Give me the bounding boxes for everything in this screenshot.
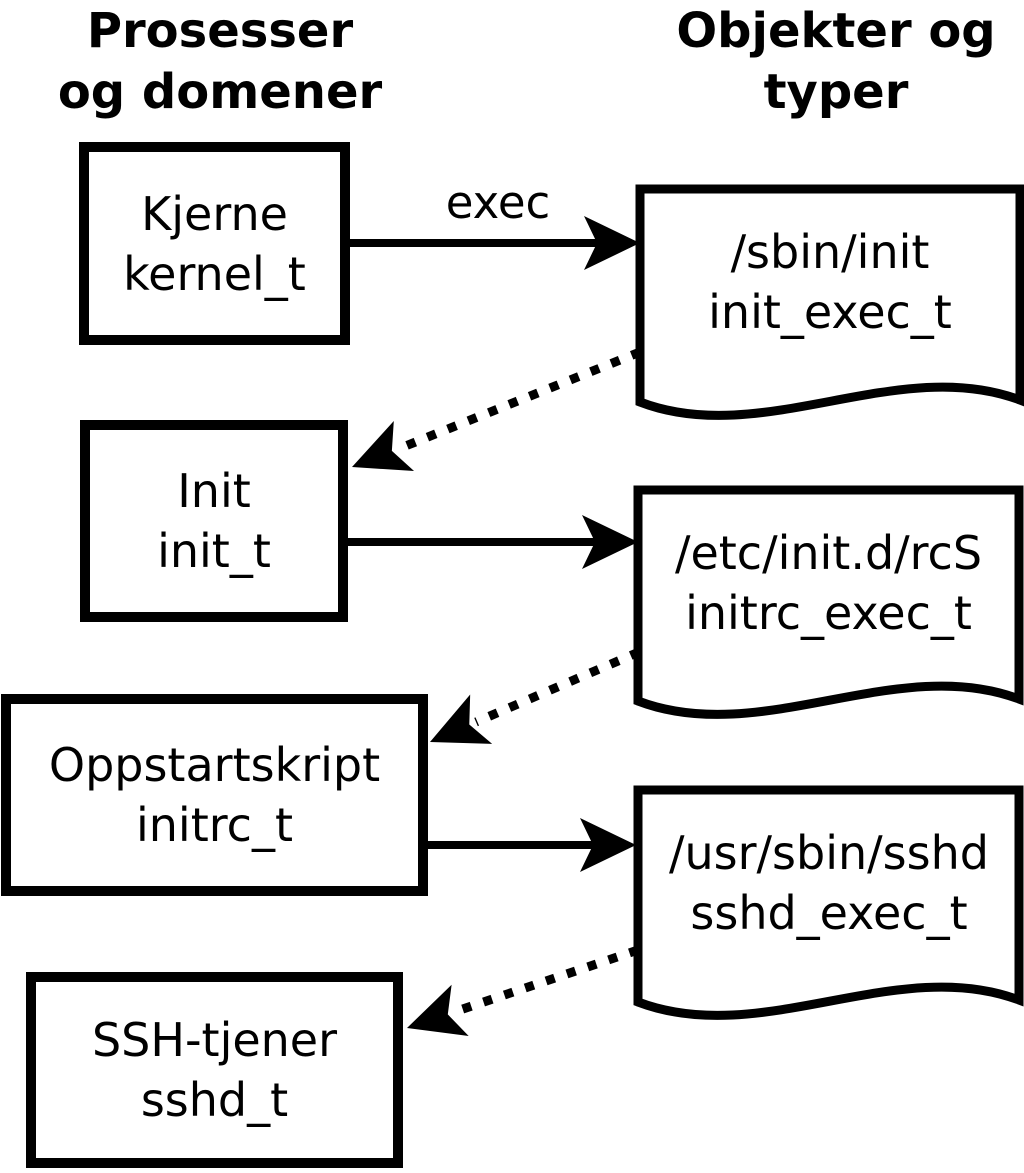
exec-arrow-label: exec (445, 176, 551, 229)
transition-arrow-usr-sbin-sshd-to-sshd (407, 945, 640, 1036)
process-label: SSH-tjener (91, 1013, 338, 1067)
column-header-processes-line2: og domener (57, 64, 383, 120)
process-box-kernel: Kjerne kernel_t (79, 142, 350, 345)
column-header-processes-line1: Prosesser (86, 3, 354, 59)
process-box-sshd: SSH-tjener sshd_t (26, 972, 403, 1168)
column-header-processes: Prosesser og domener (20, 1, 420, 123)
document-shape-sbin-init (635, 184, 1024, 420)
process-label: Init (177, 464, 251, 518)
exec-arrow-initrc-to-usr-sbin-sshd (428, 818, 636, 872)
column-header-objects-line2: typer (763, 64, 909, 120)
arrowhead-icon (580, 818, 636, 872)
column-header-objects: Objekter og typer (636, 1, 1024, 123)
arrowhead-icon (584, 216, 640, 270)
arrowhead-icon (430, 694, 493, 744)
transition-arrow-etc-initd-rcs-to-initrc (430, 647, 641, 744)
process-domain-type: init_t (157, 524, 271, 578)
column-header-objects-line1: Objekter og (676, 3, 996, 59)
process-domain-type: kernel_t (123, 246, 306, 301)
process-domain-type: initrc_t (136, 798, 293, 852)
transition-arrow-sbin-init-to-init (352, 347, 642, 472)
process-box-initrc: Oppstartskript initrc_t (1, 694, 428, 896)
document-shape-usr-sbin-sshd (633, 785, 1024, 1020)
document-shape-etc-initd-rcs (633, 485, 1024, 719)
arrowhead-icon (582, 515, 638, 569)
process-box-init: Init init_t (80, 420, 348, 622)
exec-arrow-init-to-etc-initd-rcs (348, 515, 638, 569)
arrowhead-icon (407, 984, 469, 1036)
process-label: Kjerne (141, 186, 288, 241)
arrowhead-icon (352, 420, 415, 472)
process-label: Oppstartskript (48, 738, 381, 792)
process-domain-type: sshd_t (140, 1073, 289, 1127)
exec-arrow-kernel-to-sbin-init (350, 216, 640, 270)
